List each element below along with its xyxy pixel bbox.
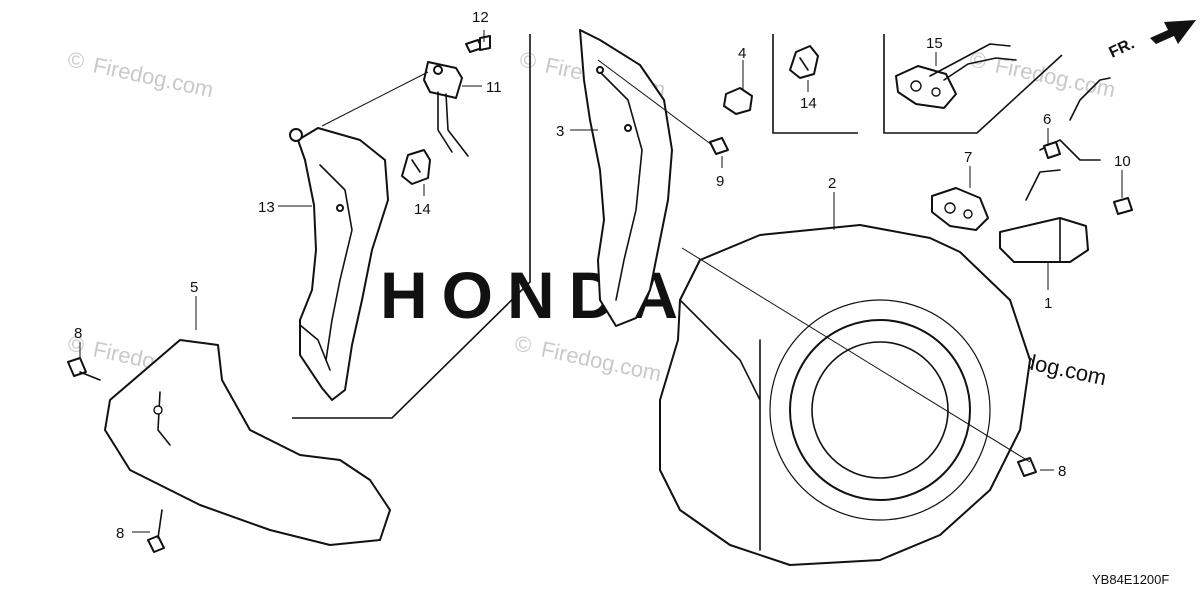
svg-text:Firedog.com: Firedog.com: [91, 52, 216, 102]
part-13-shroud: [289, 127, 389, 401]
svg-text:©: ©: [520, 48, 536, 73]
callout-7: 7: [964, 149, 972, 166]
part-2-fan-cover: [659, 224, 1031, 566]
front-direction-label: FR.: [1107, 35, 1138, 61]
callout-9: 9: [716, 173, 724, 190]
svg-text:©: ©: [68, 48, 84, 73]
part-11-switch: [423, 61, 469, 157]
part-7-grommet: [931, 187, 989, 231]
callout-12: 12: [472, 9, 489, 26]
callout-10: 10: [1114, 153, 1131, 170]
part-8-bolt-bottom: [147, 509, 165, 553]
leader-lines: [79, 30, 1123, 533]
part-14-clip-left: [401, 149, 431, 185]
diagram-code: YB84E1200F: [1092, 572, 1169, 587]
callout-4: 4: [738, 45, 746, 62]
callout-13: 13: [258, 199, 275, 216]
callout-8-right: 8: [1058, 463, 1066, 480]
watermark-mid-center: © Firedog.com: [515, 332, 664, 386]
part-9-bolt: [709, 137, 729, 155]
callout-2: 2: [828, 175, 836, 192]
part-1-module: [999, 169, 1089, 263]
callout-14-left: 14: [414, 201, 431, 218]
part-12-bolt: [465, 35, 491, 53]
svg-text:©: ©: [515, 332, 531, 357]
front-direction-indicator: FR.: [1107, 20, 1196, 62]
watermark-top-left: © Firedog.com: [68, 48, 216, 102]
callout-labels: 12 11 14 13 5 3 9 4 14 15 2 7 6 10 1 8 8…: [74, 9, 1131, 542]
part-15-grommet: [895, 43, 1017, 109]
part-4-clip: [723, 87, 753, 115]
part-10-bolt: [1113, 197, 1133, 215]
part-14-clip-right: [789, 45, 819, 79]
callout-5: 5: [190, 279, 198, 296]
part-5-guard: [104, 339, 391, 546]
part-8-bolt-left: [67, 357, 101, 381]
callout-8-bottom: 8: [116, 525, 124, 542]
callout-14-right: 14: [800, 95, 817, 112]
watermark-top-right: © Firedog.com: [970, 48, 1118, 102]
exploded-view-frames: [292, 34, 1063, 419]
callout-8-left: 8: [74, 325, 82, 342]
callout-1: 1: [1044, 295, 1052, 312]
callout-3: 3: [556, 123, 564, 140]
svg-text:©: ©: [970, 48, 986, 73]
callout-11: 11: [486, 79, 502, 96]
callout-6: 6: [1043, 111, 1051, 128]
callout-15: 15: [926, 35, 943, 52]
front-arrow-icon: [1150, 20, 1196, 44]
svg-text:Firedog.com: Firedog.com: [539, 336, 664, 386]
part-3-shroud: [579, 29, 673, 327]
